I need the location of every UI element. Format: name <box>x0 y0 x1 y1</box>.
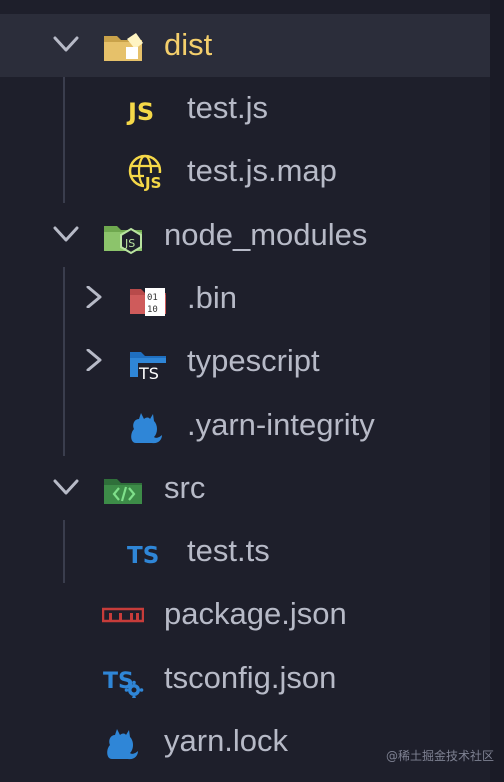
folder-binary-icon: 01 10 <box>130 288 166 316</box>
tree-item-label: test.js.map <box>187 153 337 188</box>
watermark: @稀土掘金技术社区 <box>385 749 494 763</box>
tree-item-label: test.ts <box>187 533 270 568</box>
svg-text:01: 01 <box>147 293 158 303</box>
tree-file-test-ts[interactable]: TS test.ts <box>0 520 490 583</box>
chevron-down-icon[interactable] <box>52 33 80 55</box>
npm-icon <box>102 607 144 623</box>
tree-item-label: node_modules <box>164 217 368 252</box>
folder-node-icon: JS <box>104 226 142 255</box>
folder-typescript-icon: TS <box>130 352 168 381</box>
tree-file-yarn-lock[interactable]: yarn.lock <box>0 710 490 773</box>
tree-item-label: .bin <box>187 280 237 315</box>
svg-text:JS: JS <box>144 174 161 191</box>
tree-folder-node-modules[interactable]: JS node_modules <box>0 204 490 267</box>
yarn-icon <box>131 413 162 444</box>
chevron-right-icon[interactable] <box>80 349 108 371</box>
svg-text:TS: TS <box>138 364 159 381</box>
tree-folder-typescript[interactable]: TS typescript <box>0 330 490 393</box>
scrollbar[interactable] <box>490 0 504 782</box>
tree-item-label: dist <box>164 27 213 62</box>
indent-guide <box>63 520 65 583</box>
folder-src-icon <box>104 479 142 504</box>
tree-item-label: .yarn-integrity <box>187 407 375 442</box>
svg-text:10: 10 <box>147 305 158 315</box>
tree-item-label: test.js <box>187 90 268 125</box>
tree-file-test-js-map[interactable]: JS test.js.map <box>0 140 490 203</box>
yarn-icon <box>107 729 138 760</box>
tree-file-test-js[interactable]: JS test.js <box>0 77 490 140</box>
tree-file-tsconfig-json[interactable]: TS tsconfig.json <box>0 647 490 710</box>
chevron-down-icon[interactable] <box>52 476 80 498</box>
svg-text:TS: TS <box>127 543 159 569</box>
tree-file-package-json[interactable]: package.json <box>0 583 490 646</box>
tree-item-label: src <box>164 470 206 505</box>
chevron-right-icon[interactable] <box>80 286 108 308</box>
tree-item-label: tsconfig.json <box>164 660 337 695</box>
svg-text:JS: JS <box>124 237 135 250</box>
folder-dist-icon <box>104 33 143 61</box>
chevron-down-icon[interactable] <box>52 223 80 245</box>
tree-item-label: package.json <box>164 596 347 631</box>
indent-guide <box>63 267 65 456</box>
js-map-file-icon: JS <box>128 154 166 191</box>
ts-file-icon: TS <box>127 543 159 569</box>
indent-guide <box>63 77 65 203</box>
tree-item-label: typescript <box>187 343 320 378</box>
tree-folder-src[interactable]: src <box>0 457 490 520</box>
tree-folder-bin[interactable]: 01 10 .bin <box>0 267 490 330</box>
js-file-icon: JS <box>126 98 154 126</box>
tsconfig-icon: TS <box>103 669 144 698</box>
tree-folder-dist[interactable]: dist <box>0 14 490 77</box>
tree-file-yarn-integrity[interactable]: .yarn-integrity <box>0 394 490 457</box>
svg-text:JS: JS <box>126 98 154 126</box>
tree-item-label: yarn.lock <box>164 723 289 758</box>
